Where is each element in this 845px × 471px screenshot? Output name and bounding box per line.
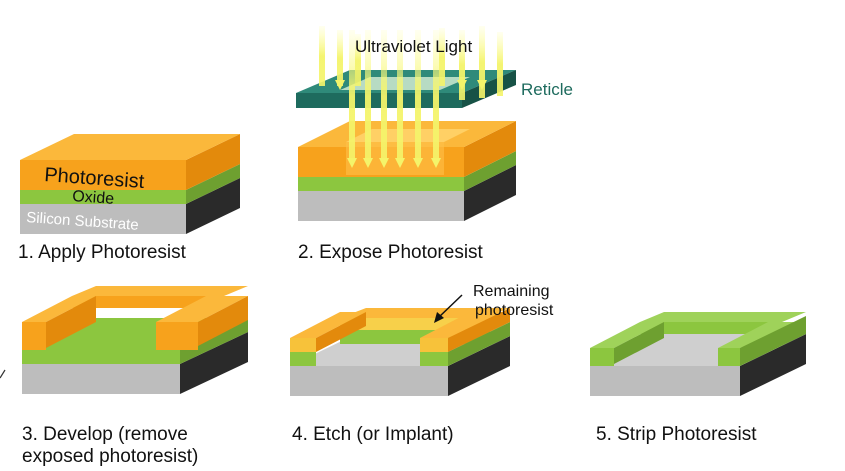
remaining-photoresist-arrow xyxy=(434,294,463,323)
step-1-stack: Photoresist Oxide Silicon Substrate xyxy=(20,134,240,234)
step-2-caption-line: 2. Expose Photoresist xyxy=(298,242,483,263)
step-2-caption: 2. Expose Photoresist xyxy=(298,242,483,264)
uv-ray-through-reticle xyxy=(397,30,403,162)
uv-ray xyxy=(497,32,503,96)
step-1-caption: 1. Apply Photoresist xyxy=(18,242,186,264)
step-1-caption-line: 1. Apply Photoresist xyxy=(18,242,186,263)
uv-ray xyxy=(479,26,485,98)
uv-ray-arrowhead xyxy=(457,80,467,90)
step-3-stack xyxy=(22,286,248,394)
stray-mark xyxy=(0,369,6,379)
uv-ray xyxy=(355,34,361,86)
uv-ray-through-reticle xyxy=(381,30,387,162)
uv-ray-arrowhead xyxy=(395,158,405,168)
step-4-stack xyxy=(290,308,510,396)
uv-ray xyxy=(337,30,343,86)
uv-ray xyxy=(459,30,465,100)
ultraviolet-light-label: Ultraviolet Light xyxy=(355,37,472,56)
uv-ray-through-reticle xyxy=(415,30,421,162)
uv-ray-arrowhead xyxy=(347,158,357,168)
step-3-caption-line-2: exposed photoresist) xyxy=(22,446,199,467)
uv-ray-arrowhead xyxy=(335,80,345,90)
step-5-caption: 5. Strip Photoresist xyxy=(596,424,757,446)
uv-ray xyxy=(439,28,445,86)
uv-ray-arrowhead xyxy=(477,80,487,90)
remaining-photoresist-label-line2: photoresist xyxy=(475,302,554,319)
uv-ray-arrowhead xyxy=(379,158,389,168)
uv-ray xyxy=(319,26,325,86)
step-3-caption-line-1: 3. Develop (remove xyxy=(22,424,188,445)
uv-ray-through-reticle xyxy=(365,30,371,162)
oxide-layer-label: Oxide xyxy=(72,188,115,208)
step-4-caption: 4. Etch (or Implant) xyxy=(292,424,454,446)
uv-ray-arrowhead xyxy=(363,158,373,168)
uv-ray-through-reticle xyxy=(433,30,439,162)
uv-ray-arrowhead xyxy=(413,158,423,168)
uv-ray-through-reticle xyxy=(349,30,355,162)
step-4-caption-line: 4. Etch (or Implant) xyxy=(292,424,454,445)
uv-light-rays xyxy=(319,26,503,168)
uv-ray-arrowhead xyxy=(431,158,441,168)
step-5-caption-line: 5. Strip Photoresist xyxy=(596,424,757,445)
step-5-stack xyxy=(590,312,806,396)
step-2-stack xyxy=(298,121,516,221)
remaining-photoresist-label-line1: Remaining xyxy=(473,283,549,300)
step-3-caption: 3. Develop (remove exposed photoresist) xyxy=(22,424,198,468)
reticle-label: Reticle xyxy=(521,80,573,99)
